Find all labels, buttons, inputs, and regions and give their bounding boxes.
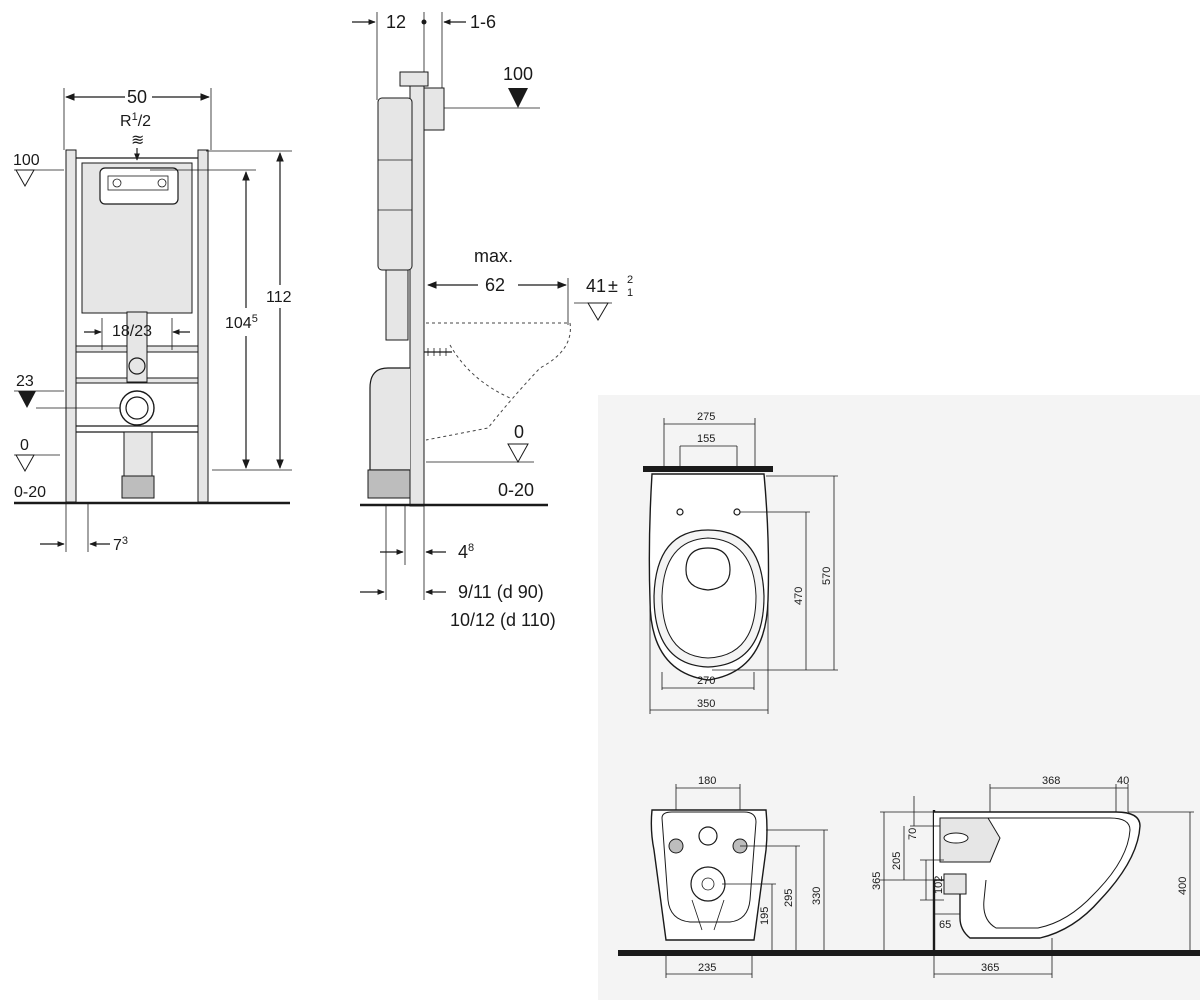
spacing-label: 18/23 xyxy=(112,323,152,340)
top-hole-spacing: 155 xyxy=(697,433,715,445)
top-depth-inner: 470 xyxy=(793,587,805,605)
profile-width-base: 365 xyxy=(981,962,999,974)
side-tol-minus: 1 xyxy=(627,287,633,299)
side-cistern xyxy=(377,97,413,271)
top-depth-total: 570 xyxy=(821,567,833,585)
front-level-top: 100 xyxy=(13,152,40,169)
rear-width-base: 235 xyxy=(698,962,716,974)
front-height-inner: 1045 xyxy=(225,313,258,332)
profile-width-65: 65 xyxy=(939,919,951,931)
rear-height-outlet: 195 xyxy=(759,907,771,925)
side-depth-a: 12 xyxy=(386,12,406,32)
top-width-seat: 270 xyxy=(697,675,715,687)
side-base-c: 10/12 (d 110) xyxy=(450,610,556,630)
top-view: 275 155 470 570 270 350 xyxy=(643,411,838,714)
side-max-label: max. xyxy=(474,246,513,266)
rear-view: 180 195 295 330 235 xyxy=(618,775,852,978)
rear-height-b: 330 xyxy=(811,887,823,905)
water-icon: ≋ xyxy=(131,132,144,149)
side-floor-range: 0-20 xyxy=(498,480,534,500)
front-level-floor: 0 xyxy=(20,437,29,454)
rear-height-a: 295 xyxy=(783,889,795,907)
connection-label: R1/2 xyxy=(120,111,151,130)
side-view: 12 1-6 100 max. 62 xyxy=(352,12,633,630)
top-width-total: 350 xyxy=(697,698,715,710)
top-width-top: 275 xyxy=(697,411,715,423)
side-depth-b: 1-6 xyxy=(470,12,496,32)
bowl-outline xyxy=(425,322,571,441)
profile-view: 368 40 70 205 365 102 65 400 xyxy=(852,775,1200,978)
front-leg-offset: 73 xyxy=(113,535,128,554)
side-base-a: 48 xyxy=(458,542,474,562)
drain-outlet xyxy=(119,390,155,426)
side-level-floor: 0 xyxy=(514,422,524,442)
profile-height-365: 365 xyxy=(871,872,883,890)
profile-offset: 40 xyxy=(1117,775,1129,787)
front-width-label: 50 xyxy=(127,87,147,107)
profile-height-400: 400 xyxy=(1177,877,1189,895)
profile-height-102: 102 xyxy=(933,876,945,894)
front-floor-range: 0-20 xyxy=(14,484,46,501)
front-level-pipe: 23 xyxy=(16,373,34,390)
front-view: 50 R1/2 ≋ 18/23 100 xyxy=(13,87,292,554)
side-bowl-height: 41± xyxy=(586,276,618,296)
side-level-top: 100 xyxy=(503,64,533,84)
side-max-depth: 62 xyxy=(485,275,505,295)
side-base-b: 9/11 (d 90) xyxy=(458,582,544,602)
profile-height-70: 70 xyxy=(907,828,919,840)
front-height-total: 112 xyxy=(266,289,292,306)
frame-left-post xyxy=(65,149,77,503)
frame-right-post xyxy=(197,149,209,503)
profile-height-205: 205 xyxy=(891,852,903,870)
side-tol-plus: 2 xyxy=(627,274,633,286)
rear-hole-spacing: 180 xyxy=(698,775,716,787)
profile-depth: 368 xyxy=(1042,775,1060,787)
